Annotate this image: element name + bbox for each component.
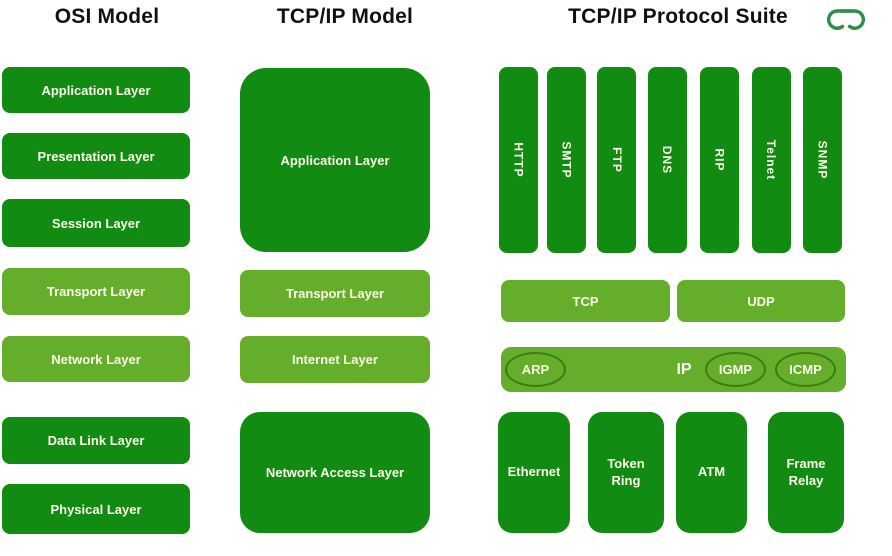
osi-layer-presentation: Presentation Layer [2,133,190,179]
osi-layer-physical: Physical Layer [2,484,190,534]
protocol-ip-label: IP [676,360,692,378]
protocol-http: HTTP [499,67,538,253]
protocol-rip-label: RIP [712,148,727,172]
protocol-tcp: TCP [501,280,670,322]
osi-layer-application: Application Layer [2,67,190,113]
protocol-arp-label: ARP [521,362,550,377]
protocol-icmp-oval: ICMP [775,352,836,387]
osi-layer-session: Session Layer [2,199,190,247]
protocol-igmp-label: IGMP [718,362,753,377]
protocol-rip: RIP [700,67,739,253]
tcpip-layer-application: Application Layer [240,68,430,252]
protocol-snmp: SNMP [803,67,842,253]
osi-layer-data-link: Data Link Layer [2,417,190,464]
protocol-telnet-label: Telnet [764,139,779,181]
tcpip-layer-network-access: Network Access Layer [240,412,430,533]
osi-layer-network: Network Layer [2,336,190,382]
protocol-ip-band: ARP IP IGMP ICMP [501,347,846,392]
protocol-igmp-oval: IGMP [705,352,766,387]
protocol-frame-relay: Frame Relay [768,412,844,533]
protocol-ftp: FTP [597,67,636,253]
protocol-telnet: Telnet [752,67,791,253]
protocol-udp: UDP [677,280,845,322]
protocol-http-label: HTTP [511,142,526,178]
tcpip-protocol-suite-heading: TCP/IP Protocol Suite [568,5,788,28]
tcpip-layer-internet: Internet Layer [240,336,430,383]
protocol-ftp-label: FTP [609,147,624,173]
osi-model-heading: OSI Model [54,5,160,28]
protocol-smtp: SMTP [547,67,586,253]
tcpip-layer-transport: Transport Layer [240,270,430,317]
protocol-icmp-label: ICMP [789,362,822,377]
protocol-atm: ATM [676,412,747,533]
protocol-dns: DNS [648,67,687,253]
protocol-arp-oval: ARP [505,352,566,387]
osi-layer-transport: Transport Layer [2,268,190,315]
geeksforgeeks-logo-icon [826,9,866,30]
protocol-ethernet: Ethernet [498,412,570,533]
protocol-dns-label: DNS [660,145,675,175]
protocol-smtp-label: SMTP [559,141,574,179]
protocol-snmp-label: SNMP [815,140,830,180]
tcpip-model-heading: TCP/IP Model [276,5,414,28]
protocol-token-ring: Token Ring [588,412,664,533]
